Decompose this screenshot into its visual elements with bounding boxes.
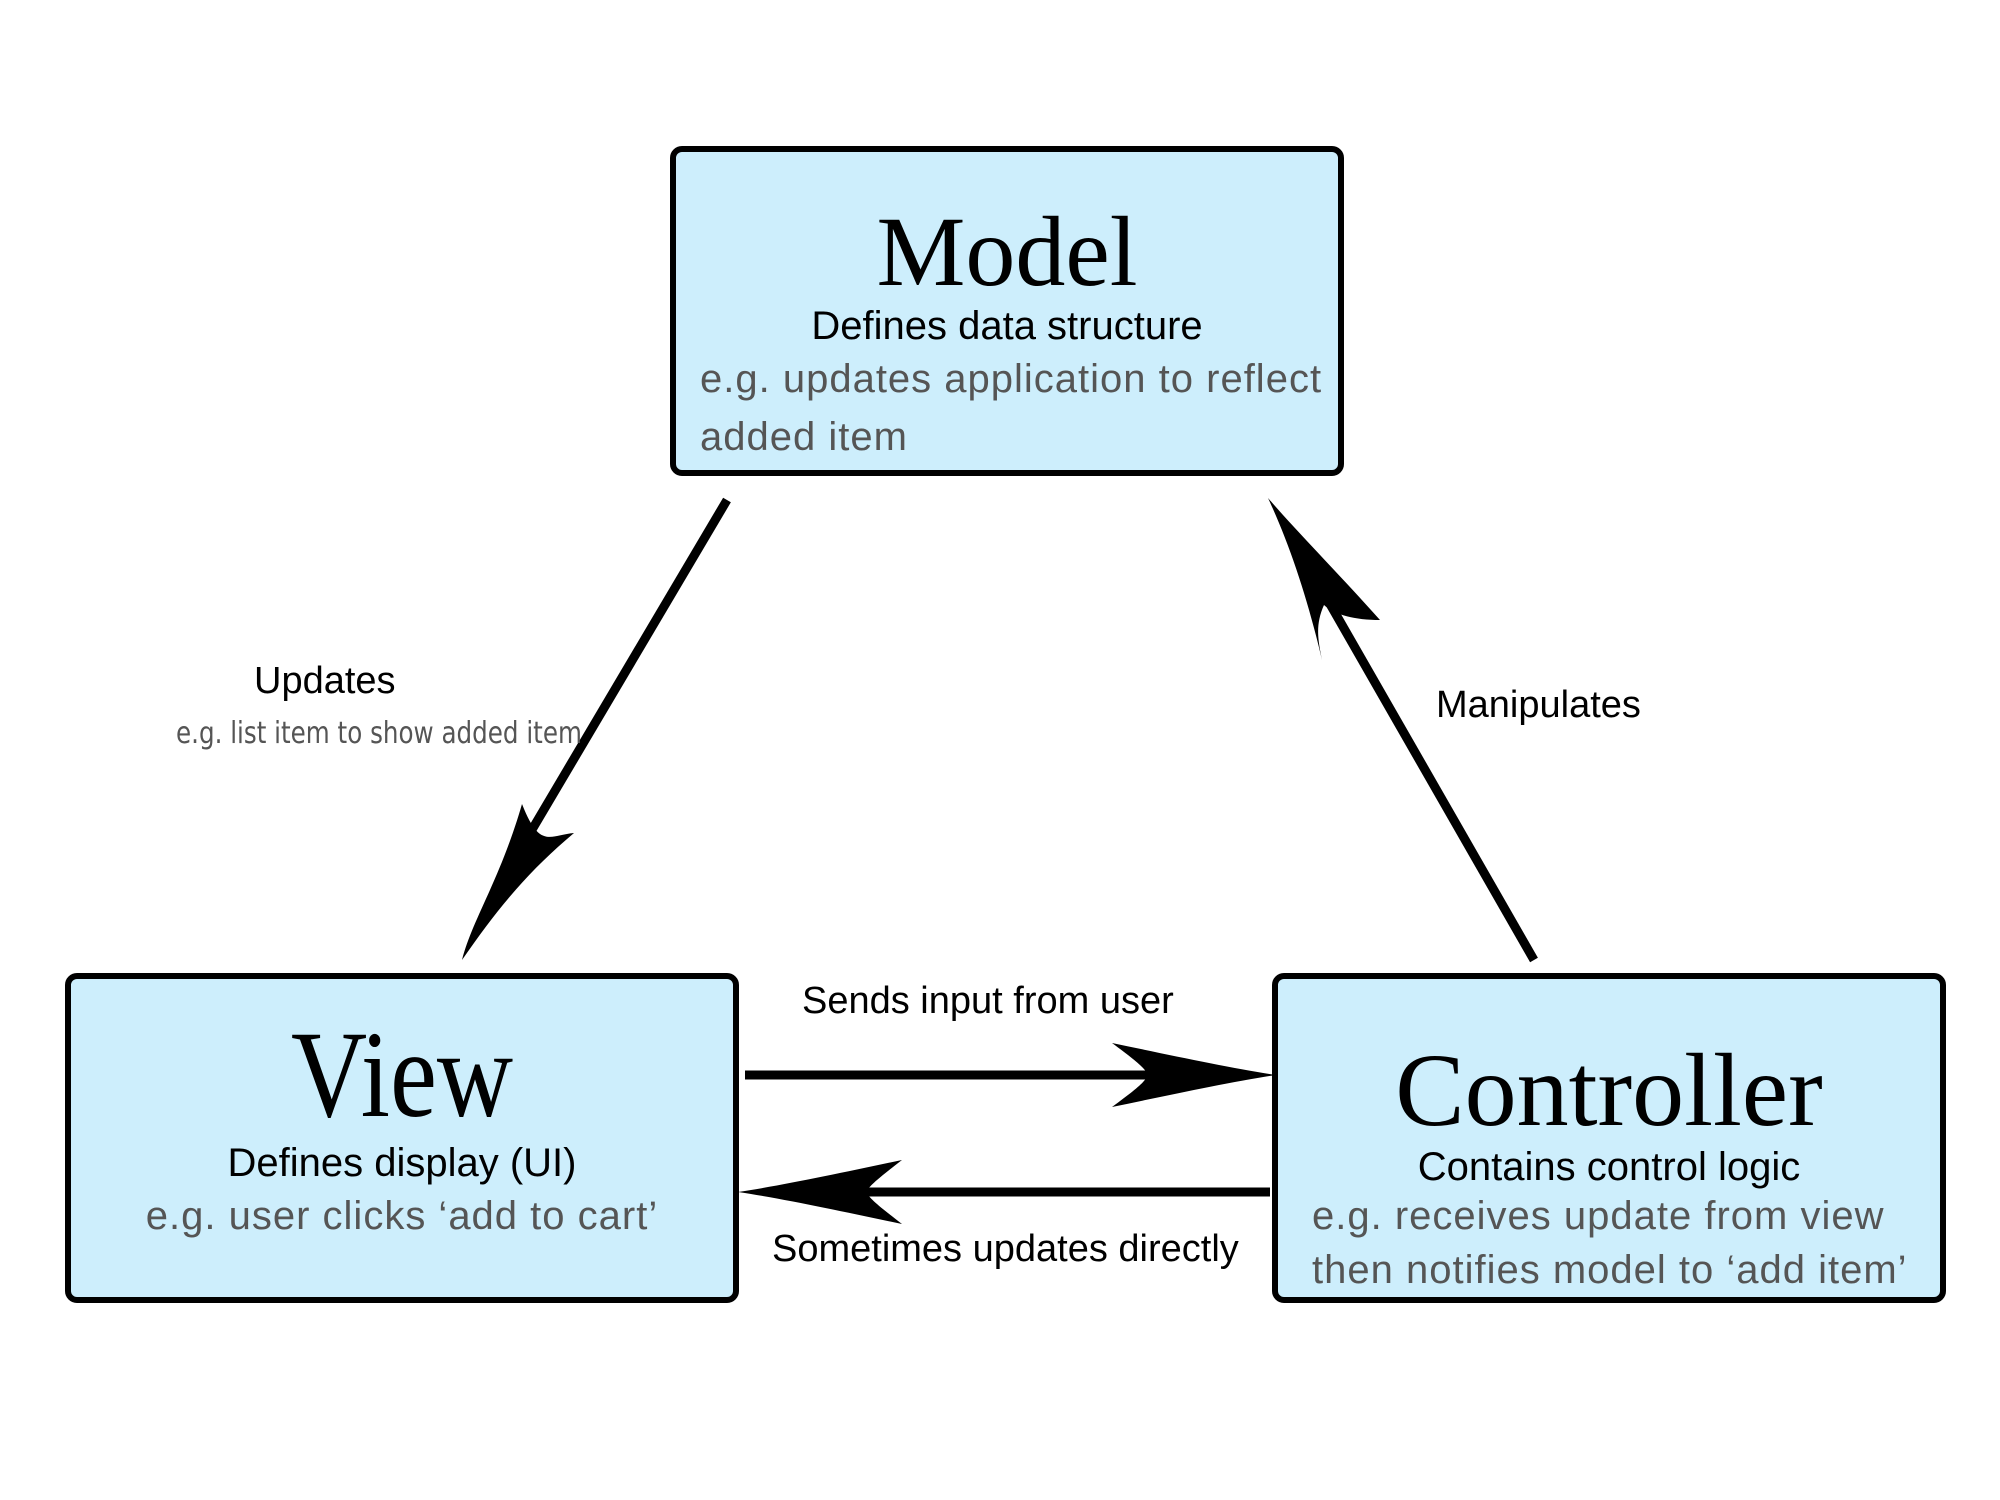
edge-label-updates: Updates (254, 660, 396, 702)
controller-example-line-2: then notifies model to ‘add item’ (1312, 1248, 1908, 1292)
view-title: View (291, 1006, 513, 1143)
arrow-controller-to-model (1268, 498, 1538, 963)
arrow-controller-to-model-head (1268, 498, 1380, 660)
view-box: View Defines display (UI) e.g. user clic… (65, 973, 739, 1303)
arrow-model-to-view-head (462, 804, 574, 960)
arrow-controller-to-model-shaft (1326, 601, 1538, 963)
model-description: Defines data structure (811, 304, 1203, 348)
edge-label-sometimes-updates: Sometimes updates directly (772, 1228, 1239, 1270)
arrow-controller-to-view (738, 1160, 1270, 1224)
model-box: Model Defines data structure e.g. update… (670, 146, 1344, 476)
arrow-model-to-view-shaft (516, 497, 731, 853)
arrow-controller-to-view-head (738, 1160, 902, 1224)
model-example-line-1: e.g. updates application to reflect (700, 357, 1323, 401)
arrow-view-to-controller-head (1112, 1043, 1276, 1107)
controller-example-line-1: e.g. receives update from view (1312, 1194, 1885, 1238)
view-description: Defines display (UI) (227, 1141, 577, 1185)
view-example: e.g. user clicks ‘add to cart’ (145, 1194, 659, 1238)
arrow-model-to-view (462, 497, 731, 960)
edge-label-manipulates: Manipulates (1436, 684, 1641, 726)
controller-title: Controller (1395, 1033, 1823, 1148)
arrow-view-to-controller (745, 1043, 1276, 1107)
model-example-line-2: added item (700, 415, 908, 459)
edge-example-updates: e.g. list item to show added item (176, 716, 582, 751)
controller-box: Controller Contains control logic e.g. r… (1272, 973, 1946, 1303)
edge-label-sends-input: Sends input from user (802, 980, 1174, 1022)
controller-description: Contains control logic (1417, 1145, 1801, 1189)
model-title: Model (876, 196, 1138, 307)
